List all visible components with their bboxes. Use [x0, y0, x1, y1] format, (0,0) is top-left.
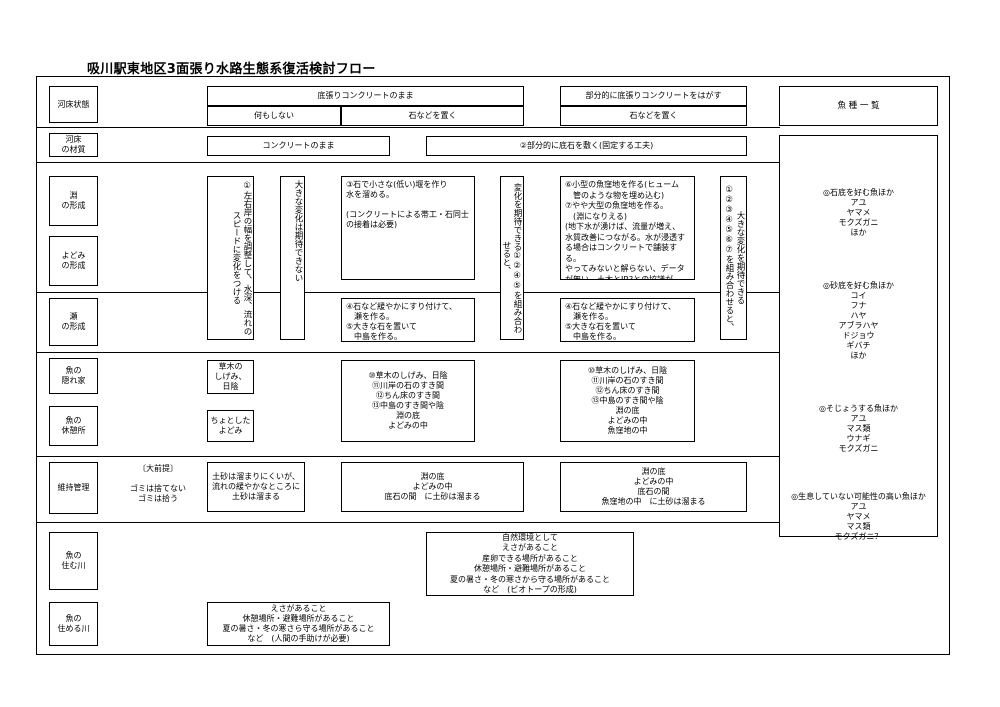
fuchi-mid-box: ③石で小さな(低い)堰を作り 水を溜める。 (コンクリートによる帯工・石同士 の…: [341, 176, 475, 280]
row-divider: [36, 127, 780, 128]
row-label-sumu: 魚の 住む川: [49, 532, 98, 590]
fish-group-stone: ◎石底を好む魚ほか アユ ヤマメ モクズガニ ほか: [780, 188, 937, 238]
fish-group-sand: ◎砂底を好む魚ほか コイ フナ ハヤ アブラハヤ ドジョウ ギバチ ほか: [780, 281, 937, 361]
fish-item: アユ: [850, 414, 867, 423]
fish-item: モクズガニ: [838, 444, 879, 453]
vertical-note-1: ①左右岸の幅を調整して、水深、流れのスピードに変化をつける: [207, 176, 254, 340]
hide-right-box: ⑩草木のしげみ、日陰 ⑪川岸の石のすき間 ⑫ちん床のすき間 ⑬中島のすき間や陰 …: [560, 360, 695, 442]
nothing-box: 何もしない: [207, 106, 341, 126]
premise-note: 〔大前提〕 ゴミは捨てない ゴミは拾う: [130, 464, 186, 503]
row-label-se: 瀬 の形成: [49, 298, 98, 346]
fish-list: ◎石底を好む魚ほか アユ ヤマメ モクズガニ ほか ◎砂底を好む魚ほか コイ フ…: [779, 135, 938, 541]
fish-item: マス類: [846, 522, 871, 531]
row-divider: [36, 292, 780, 293]
row-label-iji: 維持管理: [49, 462, 98, 514]
fuchi-right-box: ⑥小型の魚窪地を作る(ヒューム 管のような物を埋め込む) ⑦やや大型の魚窪地を作…: [560, 176, 695, 280]
row-label-kakurega: 魚の 隠れ家: [49, 358, 98, 394]
se-right-box: ④石など緩やかにすり付けて、 瀬を作る。 ⑤大きな石を置いて 中島を作る。: [560, 298, 695, 342]
fish-item: ほか: [850, 351, 867, 360]
vertical-note-4: 大きな変化を期待できる①②③④⑤⑥⑦を組み合わせると、: [720, 176, 747, 340]
row-divider: [36, 352, 780, 353]
fish-item: アユ: [850, 502, 867, 511]
keep-concrete-box: 底張りコンクリートのまま: [207, 86, 524, 106]
fish-group-absent: ◎生息していない可能性の高い魚ほか アユ ヤマメ マス類 モクズガニ？: [780, 492, 937, 542]
row-label-fuchi: 淵 の形成: [49, 176, 98, 226]
fish-item: ギバチ: [846, 341, 871, 350]
fish-group-head: ◎生息していない可能性の高い魚ほか: [791, 492, 926, 501]
peel-concrete-box: 部分的に底張りコンクリートをはがす: [560, 86, 747, 106]
page-title: 吸川駅東地区3面張り水路生態系復活検討フロー: [87, 62, 376, 77]
fish-item: ハヤ: [850, 311, 867, 320]
kakurega-left-box: 草木の しげみ、 日陰: [207, 360, 254, 394]
place-stones-box-2: 石などを置く: [560, 106, 747, 126]
maint-right-box: 淵の底 よどみの中 底石の間 魚窪地の中 に土砂は溜まる: [560, 462, 747, 512]
se-mid-box: ④石など緩やかにすり付けて、 瀬を作る。 ⑤大きな石を置いて 中島を作る。: [341, 298, 475, 342]
maint-mid-box: 淵の底 よどみの中 底石の間 に土砂は溜まる: [341, 462, 524, 512]
row-label-kyukei: 魚の 休憩所: [49, 406, 98, 446]
row-label-zaishitsu: 河床 の材質: [49, 133, 98, 157]
fish-item: フナ: [850, 301, 867, 310]
sumeru-box: えさがあること 休憩場所・避難場所があること 夏の暑さ・冬の寒さら守る場所がある…: [207, 602, 390, 646]
row-divider: [36, 162, 780, 163]
row-label-sumeru: 魚の 住める川: [49, 602, 98, 646]
row-label-yodomi: よどみ の形成: [49, 236, 98, 286]
maint-left-box: 土砂は溜まりにくいが、 流れの緩やかなところに 土砂は溜まる: [207, 462, 305, 512]
fish-item: コイ: [850, 291, 867, 300]
vertical-note-3: 変化を期待できる①②④⑤を組み合わせると、: [500, 176, 524, 340]
fish-item: アブラハヤ: [838, 321, 879, 330]
fish-item: ヤマメ: [846, 208, 871, 217]
flow-frame: [36, 76, 950, 655]
fish-group-head: ◎そじょうする魚ほか: [819, 404, 898, 413]
material-keep-box: コンクリートのまま: [207, 136, 390, 156]
fish-item: マス類: [846, 424, 871, 433]
fish-item: ほか: [850, 228, 867, 237]
row-label-kasho: 河床状態: [49, 86, 98, 123]
material-stones-box: ②部分的に底石を敷く(固定する工夫): [426, 136, 747, 156]
fish-list-header: 魚 種 一 覧: [779, 86, 938, 126]
fish-item: ドジョウ: [842, 331, 875, 340]
fish-group-head: ◎砂底を好む魚ほか: [823, 281, 894, 290]
row-divider: [36, 522, 780, 523]
fish-item: アユ: [850, 198, 867, 207]
fish-item: モクズガニ: [838, 218, 879, 227]
row-divider: [36, 456, 780, 457]
vertical-note-2: 大きな変化は期待できない: [280, 176, 305, 340]
sumu-box: 自然環境として えさがあること 産卵できる場所があること 休憩場所・避難場所があ…: [426, 532, 634, 596]
kyukei-left-box: ちょとした よどみ: [207, 410, 254, 442]
hide-mid-box: ⑩草木のしげみ、日陰 ⑪川岸の石のすき間 ⑫ちん床のすき間 ⑬中島のすき間や陰 …: [341, 360, 475, 442]
fish-item: ウナギ: [846, 434, 871, 443]
fish-group-upstream: ◎そじょうする魚ほか アユ マス類 ウナギ モクズガニ: [780, 404, 937, 454]
place-stones-box-1: 石などを置く: [341, 106, 524, 126]
fish-item: モクズガニ？: [834, 532, 883, 541]
fish-item: ヤマメ: [846, 512, 871, 521]
fish-group-head: ◎石底を好む魚ほか: [823, 188, 894, 197]
